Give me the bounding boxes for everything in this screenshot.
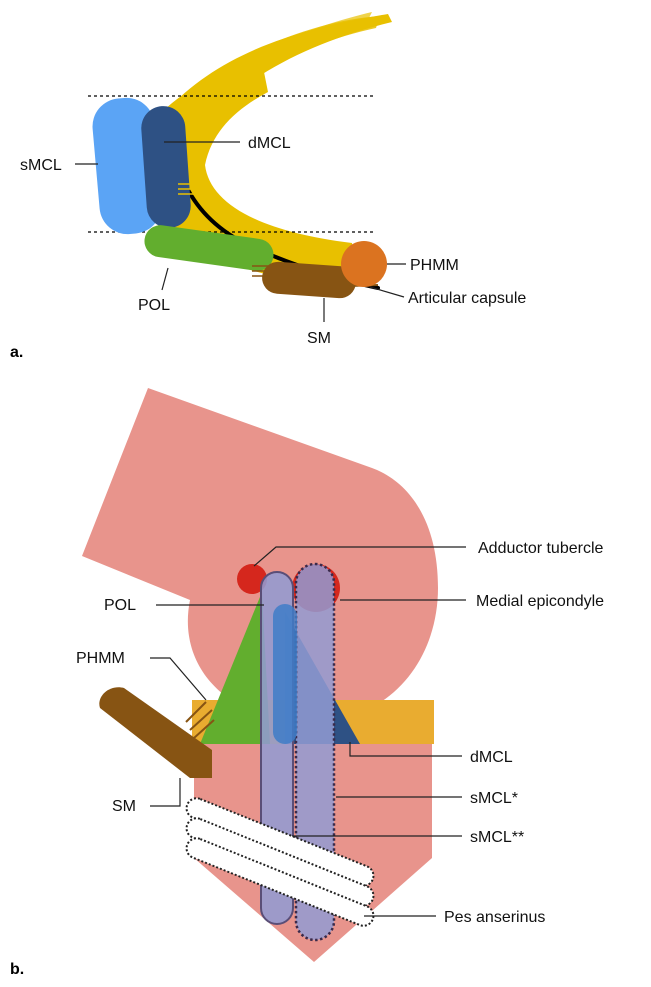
dmcl-fibers [178, 183, 198, 195]
label-smcl-star: sMCL* [470, 790, 518, 807]
dmcl-b-leader [349, 742, 462, 757]
label-adductor-tubercle: Adductor tubercle [478, 540, 604, 557]
sm-b-leader [150, 778, 181, 807]
dmcl-vertical [273, 604, 297, 744]
label-pol-b: POL [104, 597, 136, 614]
panel-b-letter: b. [10, 961, 24, 978]
pol-fibers [252, 265, 270, 277]
label-pes-anserinus: Pes anserinus [444, 909, 545, 926]
label-smcl-double-star: sMCL** [470, 829, 524, 846]
label-medial-epicondyle: Medial epicondyle [476, 593, 604, 610]
pol-triangle [200, 592, 270, 744]
capsule-leader [369, 286, 405, 298]
label-articular-capsule: Articular capsule [408, 290, 526, 307]
dmcl-shape [141, 106, 191, 228]
panel-b: Adductor tubercle Medial epicondyle POL … [10, 388, 604, 978]
femur-shape [82, 388, 438, 722]
sm-tendon [99, 687, 212, 778]
label-sm-b: SM [112, 798, 136, 815]
meniscus-body [153, 62, 356, 285]
phmm-b-leader [150, 657, 207, 701]
label-pol: POL [138, 297, 170, 314]
pes-anserinus [185, 797, 375, 927]
phmm-shape [341, 241, 387, 287]
label-dmcl-b: dMCL [470, 749, 513, 766]
label-sm: SM [307, 330, 331, 347]
label-phmm-b: PHMM [76, 650, 125, 667]
adductor-tubercle [237, 564, 267, 594]
label-smcl: sMCL [20, 157, 62, 174]
label-dmcl: dMCL [248, 135, 291, 152]
sm-shape [262, 261, 356, 299]
label-phmm: PHMM [410, 257, 459, 274]
panel-a: sMCL dMCL PHMM Articular capsule POL SM … [10, 12, 526, 361]
sm-tendon-fibers [185, 701, 215, 739]
pol-shape [144, 225, 274, 271]
pol-leader [161, 267, 169, 291]
panel-a-letter: a. [10, 344, 23, 361]
adductor-leader [253, 546, 466, 567]
